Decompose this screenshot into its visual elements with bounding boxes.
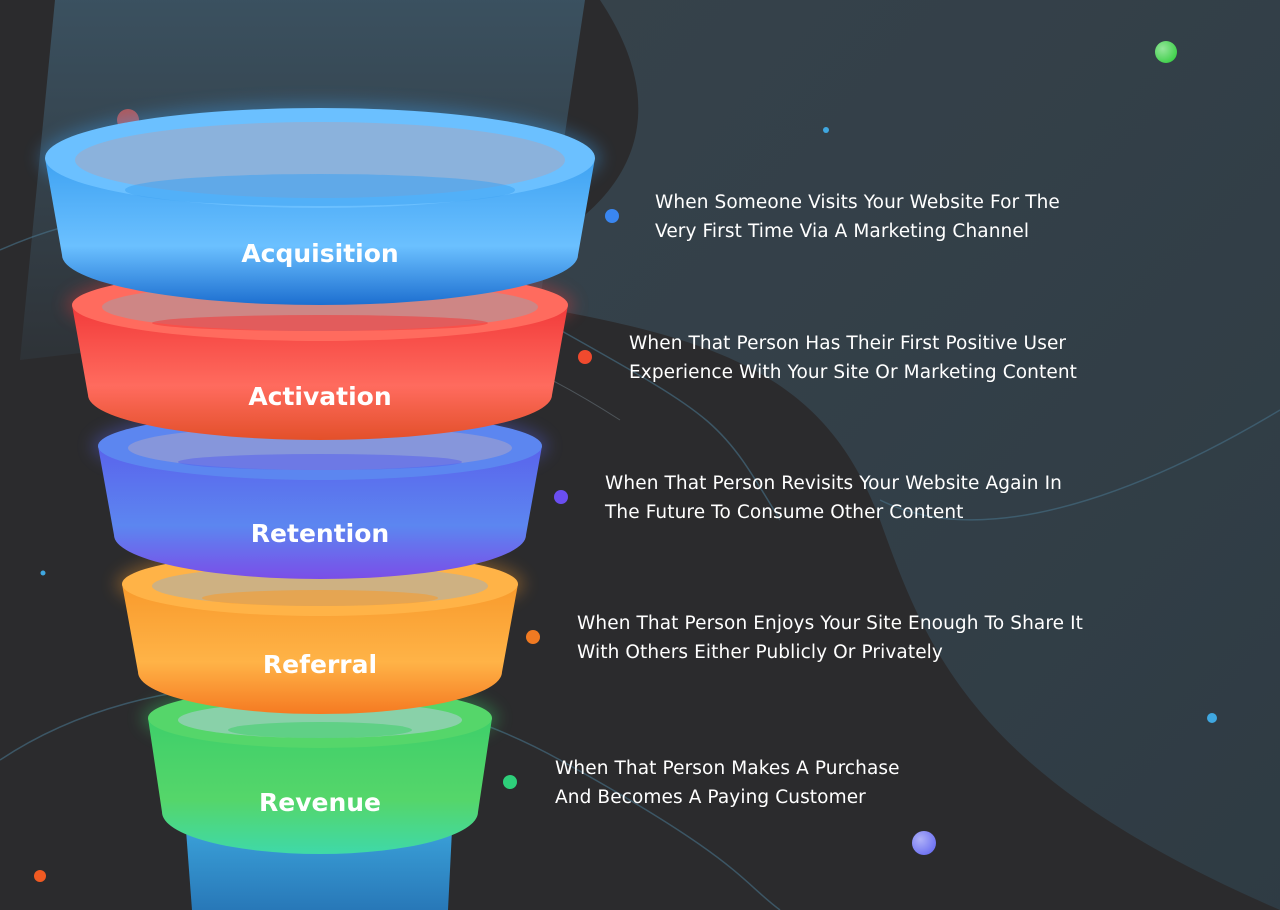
funnel-stage-label: Retention bbox=[251, 519, 389, 548]
funnel-stage-acquisition: Acquisition bbox=[39, 102, 601, 305]
funnel-stage-label: Acquisition bbox=[241, 239, 398, 268]
background-wave bbox=[430, 0, 1280, 910]
funnel-stage-label: Activation bbox=[248, 382, 391, 411]
stage-description-line: When That Person Has Their First Positiv… bbox=[629, 333, 1067, 354]
stage-marker-referral bbox=[526, 630, 569, 644]
orbit-line-3 bbox=[879, 409, 1280, 521]
stage-description-line: And Becomes A Paying Customer bbox=[555, 787, 866, 808]
stage-description-line: Very First Time Via A Marketing Channel bbox=[655, 221, 1030, 242]
funnel-stage-body bbox=[148, 718, 492, 854]
marker-dot bbox=[578, 350, 592, 364]
funnel-stage-label: Revenue bbox=[259, 788, 381, 817]
funnel-stage-body bbox=[98, 446, 542, 579]
stage-description-line: When That Person Revisits Your Website A… bbox=[605, 473, 1062, 494]
funnel: Revenue Referral Retention Activation Acquis… bbox=[39, 102, 601, 854]
stage-marker-acquisition bbox=[605, 209, 648, 223]
decor-dot-cyan-2 bbox=[1207, 713, 1217, 723]
stage-marker-revenue bbox=[503, 775, 546, 789]
stage-marker-retention bbox=[554, 490, 597, 504]
stage-description-referral: When That Person Enjoys Your Site Enough… bbox=[577, 609, 1083, 667]
stage-description-line: With Others Either Publicly Or Privately bbox=[577, 642, 943, 663]
stage-description-line: When Someone Visits Your Website For The bbox=[655, 192, 1060, 213]
stage-description-line: When That Person Makes A Purchase bbox=[555, 758, 900, 779]
marker-dot bbox=[526, 630, 540, 644]
orbit-line-2 bbox=[0, 684, 781, 910]
stage-description-line: When That Person Enjoys Your Site Enough… bbox=[577, 613, 1084, 634]
decor-dot-orange bbox=[34, 870, 46, 882]
marker-dot bbox=[605, 209, 619, 223]
stage-marker-activation bbox=[578, 350, 621, 364]
stage-description-activation: When That Person Has Their First Positiv… bbox=[629, 329, 1077, 387]
stage-description-line: Experience With Your Site Or Marketing C… bbox=[629, 362, 1078, 383]
stage-description-line: The Future To Consume Other Content bbox=[605, 502, 964, 523]
decor-dot-cyan-1 bbox=[823, 127, 829, 133]
marker-dot bbox=[503, 775, 517, 789]
stage-markers bbox=[503, 209, 648, 789]
funnel-stage-body bbox=[122, 584, 518, 714]
funnel-stage-body bbox=[72, 305, 568, 440]
decor-dot-cyan-3 bbox=[40, 570, 46, 576]
marker-dot bbox=[554, 490, 568, 504]
stage-description-retention: When That Person Revisits Your Website A… bbox=[605, 469, 1062, 527]
funnel-stage-label: Referral bbox=[263, 650, 377, 679]
stage-description-acquisition: When Someone Visits Your Website For The… bbox=[655, 188, 1060, 246]
